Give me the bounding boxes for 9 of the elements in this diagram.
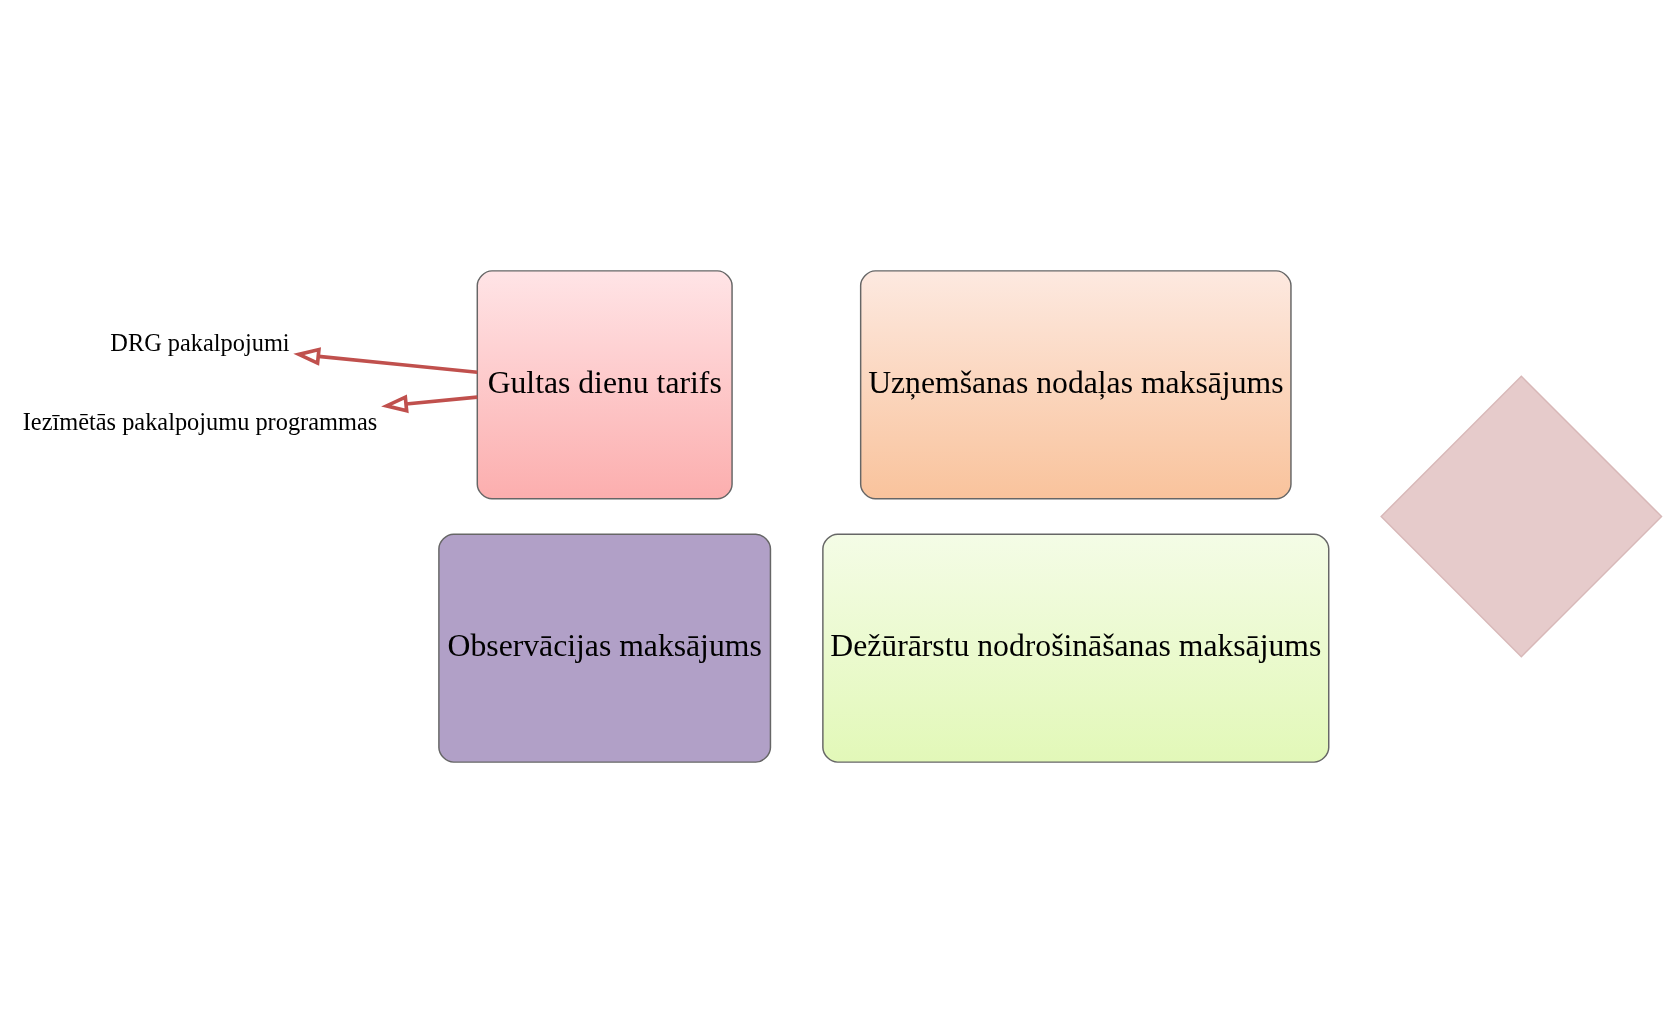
node-box: Gultas dienu tarifs — [476, 270, 733, 500]
node-diamond — [1380, 375, 1663, 658]
node-text: DRG pakalpojumi — [110, 328, 290, 356]
arrow — [293, 347, 478, 375]
node-box: Observācijas maksājums — [438, 533, 772, 763]
arrow — [381, 394, 478, 414]
node-box: Dežūrārstu nodrošināšanas maksājums — [822, 533, 1330, 763]
node-box: Uzņemšanas nodaļas maksājums — [859, 270, 1292, 500]
node-text: Iezīmētās pakalpojumu programmas — [22, 407, 378, 435]
